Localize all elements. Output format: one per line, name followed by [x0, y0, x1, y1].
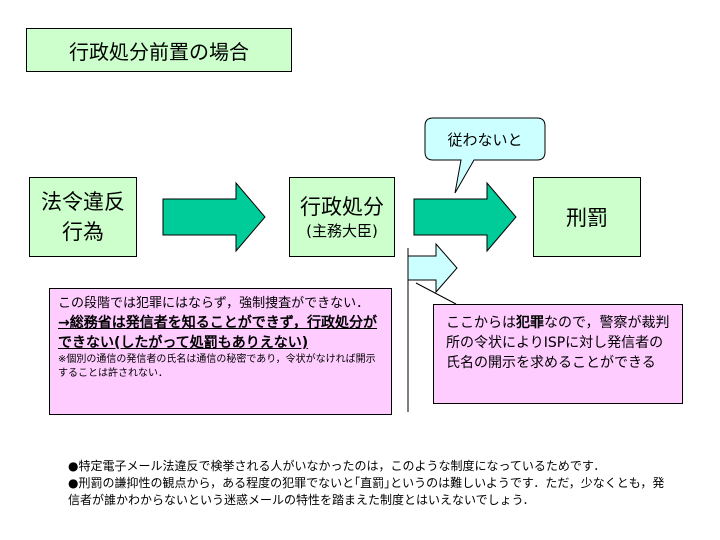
note-crime-stage: ここからは犯罪なので，警察が裁判所の令状によりISPに対し発信者の氏名の開示を求… — [433, 304, 683, 404]
note-right-pre: ここからは — [446, 315, 516, 331]
note-left-bold: →総務省は発信者を知ることができず，行政処分ができない(したがって処罰もありえな… — [58, 315, 378, 351]
node-penalty-label: 刑罰 — [566, 206, 608, 230]
note-before-crime: この段階では犯罪にはならず，強制捜査ができない． →総務省は発信者を知ることがで… — [49, 288, 392, 415]
note-right-bold: 犯罪 — [516, 315, 544, 331]
page-title: 行政処分前置の場合 — [26, 28, 292, 72]
footer-notes: ●特定電子メール法違反で検挙される人がいなかったのは，このような制度になっている… — [68, 458, 668, 509]
note-right-post: なので，警察が裁判所の令状によりISPに対し発信者の氏名の開示を求めることができ… — [446, 315, 670, 371]
node-penalty: 刑罰 — [533, 177, 641, 257]
pointer-line — [415, 282, 457, 305]
node-violation: 法令違反 行為 — [29, 177, 137, 257]
arrow-small-crime-start — [407, 242, 458, 294]
callout-bubble — [424, 117, 546, 194]
arrow-violation-to-admin — [162, 181, 266, 253]
footer-line-1: ●特定電子メール法違反で検挙される人がいなかったのは，このような制度になっている… — [68, 459, 606, 473]
callout-text: 従わないと — [447, 130, 523, 149]
node-violation-line1: 法令違反 — [41, 190, 125, 214]
note-left-small: ※個別の通信の発信者の氏名は通信の秘密であり，令状がなければ開示することは許され… — [58, 354, 376, 379]
node-admin-main: 行政処分 — [300, 195, 384, 219]
node-admin-sub: (主務大臣) — [306, 222, 378, 240]
node-violation-line2: 行為 — [62, 220, 104, 244]
node-admin-action: 行政処分 (主務大臣) — [289, 177, 395, 257]
note-left-line1: この段階では犯罪にはならず，強制捜査ができない． — [58, 296, 370, 311]
arrow-admin-to-penalty — [413, 181, 517, 253]
footer-line-2: ●刑罰の謙抑性の観点から，ある程度の犯罪でないと｢直罰｣というのは難しいようです… — [68, 476, 665, 507]
